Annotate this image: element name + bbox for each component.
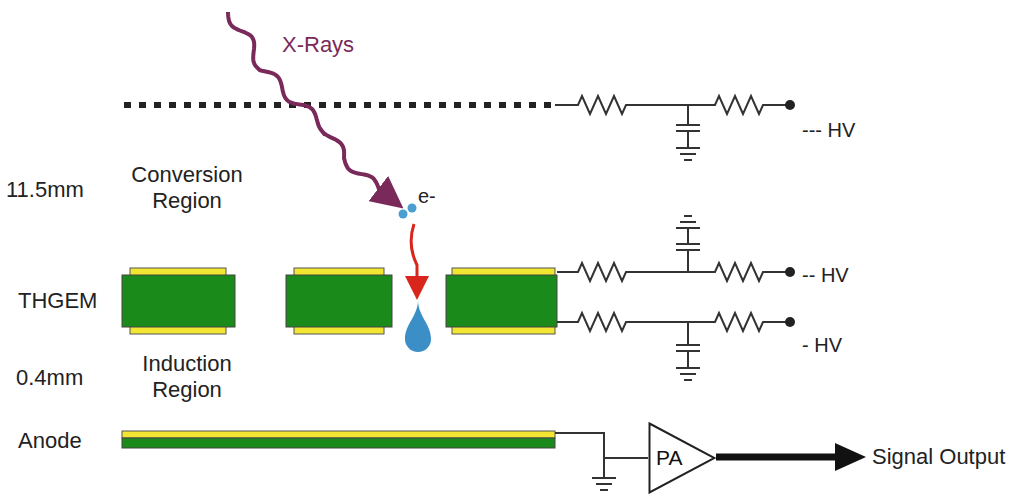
output-arrowhead xyxy=(835,443,866,471)
amplifier-label: PA xyxy=(656,446,682,470)
particle-label: e- xyxy=(418,184,436,208)
part-name: THGEM xyxy=(18,288,97,314)
electron-dot xyxy=(399,204,417,219)
region-label: Conversion Region xyxy=(112,162,262,215)
voltage-label: -- HV xyxy=(802,263,849,287)
voltage-label: - HV xyxy=(802,333,842,357)
xray-path xyxy=(228,12,394,201)
dimension: 11.5mm xyxy=(6,177,84,203)
hv-terminal xyxy=(785,100,795,327)
hv-circuit xyxy=(555,96,788,490)
amplifier-triangle: PA xyxy=(648,422,716,494)
signal-name: Signal Output xyxy=(872,444,1005,470)
drift-mesh xyxy=(124,102,555,108)
drift-arrow xyxy=(411,224,417,288)
ray-label: X-Rays xyxy=(282,32,354,58)
region-label: Induction Region xyxy=(112,351,262,404)
voltage-label: --- HV xyxy=(802,118,855,142)
thgem-plate xyxy=(122,268,557,334)
anode-plate xyxy=(122,431,555,448)
part-name: Anode xyxy=(18,428,82,454)
output-arrow xyxy=(716,454,845,461)
avalanche-drop xyxy=(405,300,431,352)
dimension: 0.4mm xyxy=(16,365,83,391)
